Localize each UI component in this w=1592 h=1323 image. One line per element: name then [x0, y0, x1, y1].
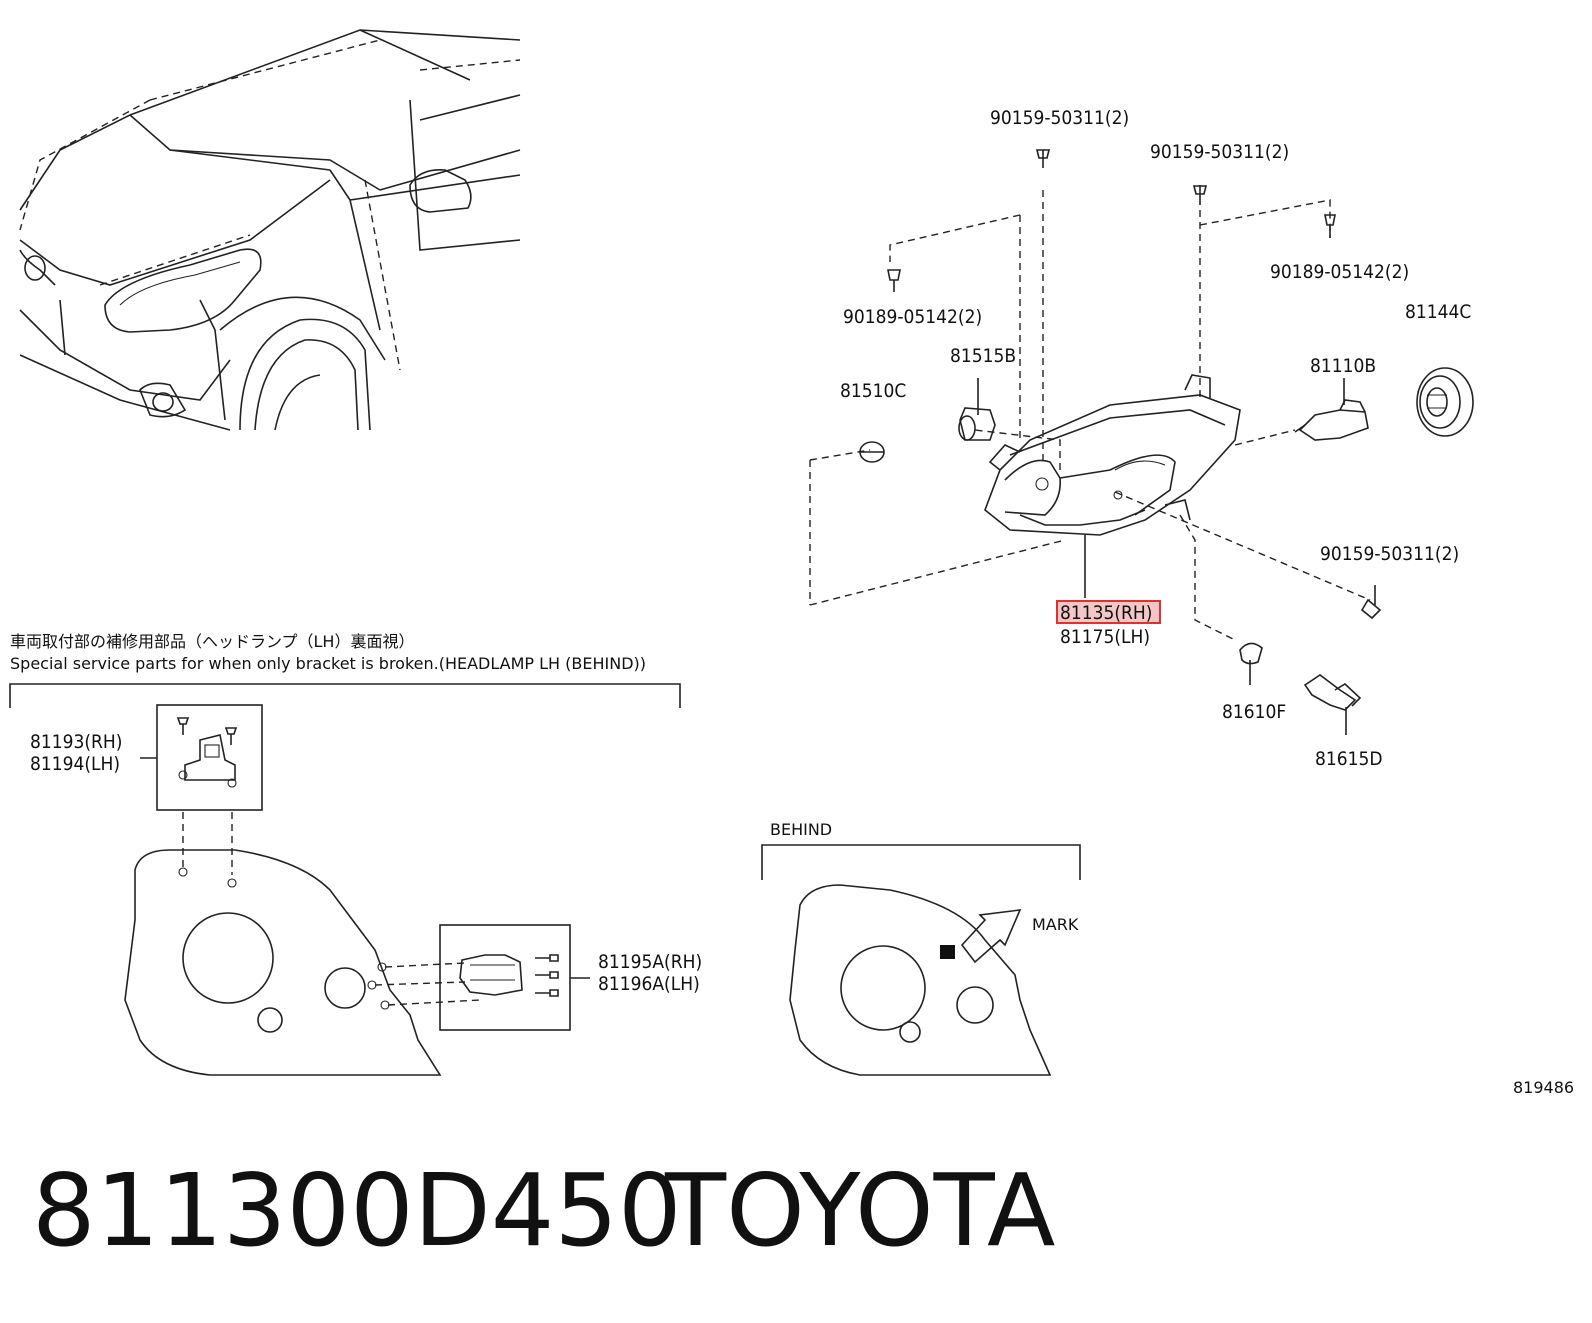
headlamp-rear-outline-right	[789, 884, 1052, 1076]
service-note-english: Special service parts for when only brac…	[10, 654, 646, 673]
part-number: 811300D450	[32, 1152, 682, 1269]
bulb-81510c-icon	[859, 441, 885, 463]
callout-81515b: 81515B	[950, 345, 1016, 367]
callout-81510c: 81510C	[840, 380, 906, 402]
headlamp-rear-outline-left	[124, 849, 442, 1076]
bulb-81110b-icon	[1294, 399, 1369, 441]
bulb-81610f-icon	[1239, 642, 1263, 665]
bracket-side-inset	[439, 924, 590, 1031]
callout-81144c: 81144C	[1405, 301, 1471, 323]
highlight-box	[1056, 600, 1161, 624]
cover-81144c-icon	[1416, 367, 1474, 437]
callout-bolt-lower: 90159-50311(2)	[1320, 543, 1459, 565]
figure-number: 819486	[1513, 1078, 1574, 1097]
callout-bolt-top-1: 90159-50311(2)	[990, 107, 1129, 129]
headlamp-assembly-drawing	[809, 190, 1376, 735]
bolt-icon	[887, 149, 1382, 620]
label-bracket-side-rh: 81195A(RH)	[598, 951, 702, 973]
label-bracket-upper-rh: 81193(RH)	[30, 731, 122, 753]
mark-label: MARK	[1032, 915, 1079, 934]
callout-headlamp-rh: 81135(RH)	[1060, 602, 1152, 624]
bracket-upper-inset	[140, 704, 263, 811]
label-bracket-upper-lh: 81194(LH)	[30, 753, 120, 775]
callout-headlamp-lh: 81175(LH)	[1060, 626, 1150, 648]
service-bracket-line	[9, 683, 681, 708]
callout-bolt-top-2: 90159-50311(2)	[1150, 141, 1289, 163]
behind-label: BEHIND	[770, 820, 832, 839]
brand-name: TOYOTA	[664, 1152, 1055, 1269]
callout-81615d: 81615D	[1315, 748, 1383, 770]
socket-81615d-icon	[1303, 674, 1362, 711]
label-bracket-side-lh: 81196A(LH)	[598, 973, 700, 995]
callout-screw-right: 90189-05142(2)	[1270, 261, 1409, 283]
bracket-upper-leader	[182, 812, 233, 875]
car-front-illustration	[19, 29, 521, 431]
callout-screw-left: 90189-05142(2)	[843, 306, 982, 328]
mark-square	[940, 945, 955, 959]
callout-81610f: 81610F	[1222, 701, 1286, 723]
service-note-japanese: 車両取付部の補修用部品（ヘッドランプ（LH）裏面視）	[10, 632, 414, 651]
callout-81110b: 81110B	[1310, 355, 1376, 377]
socket-81515b-icon	[958, 407, 996, 441]
behind-bracket-line	[761, 844, 1081, 880]
bracket-side-leader	[374, 962, 481, 1006]
